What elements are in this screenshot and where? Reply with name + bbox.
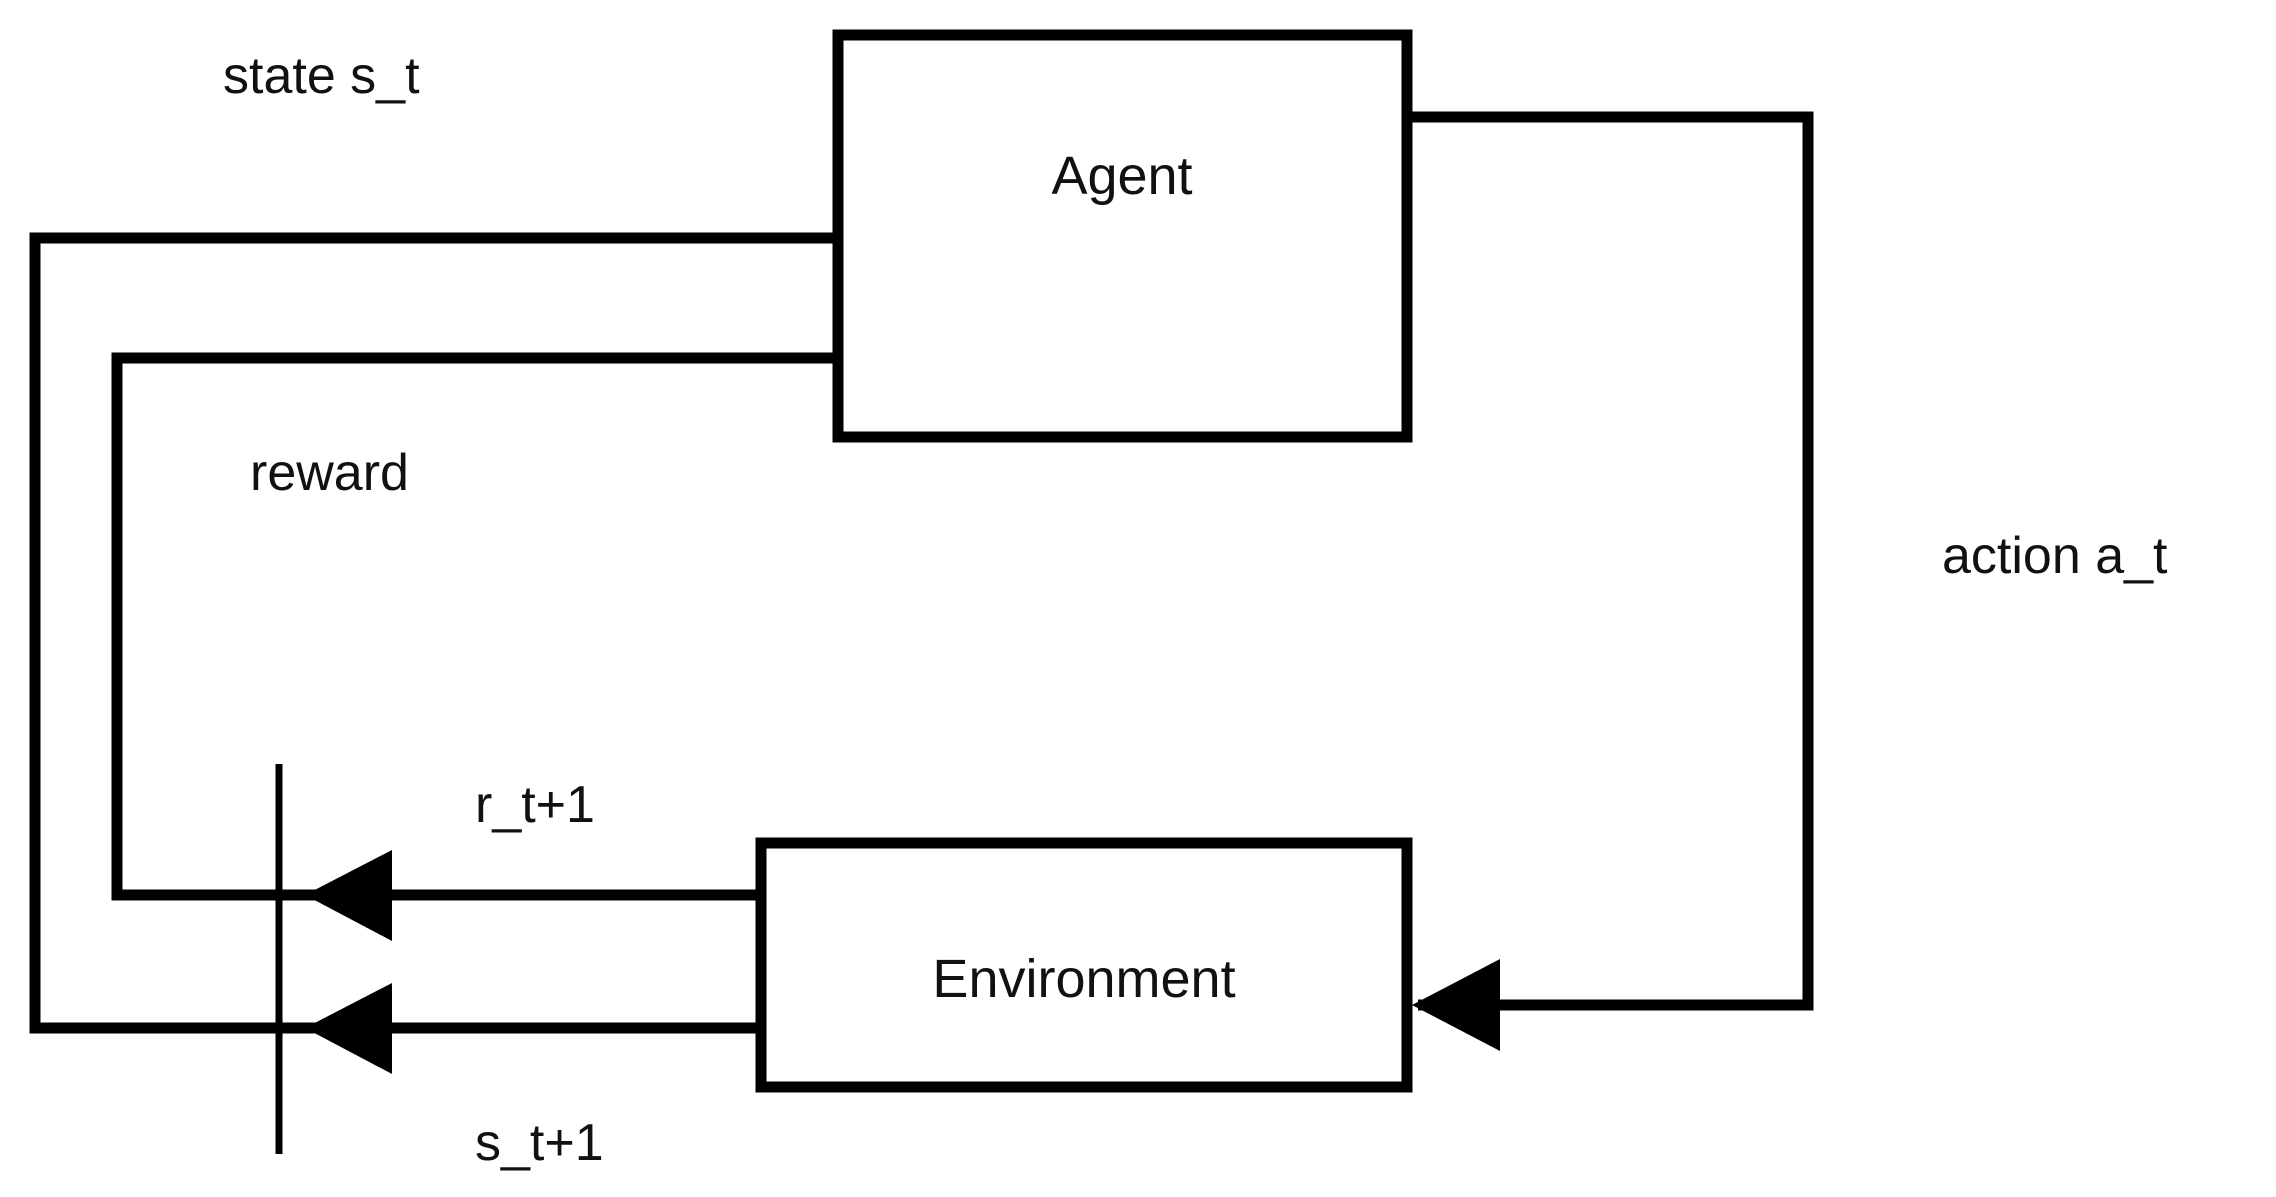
state-edge-label: state s_t xyxy=(223,47,420,105)
reward-edge-path xyxy=(111,352,838,901)
agent-box-label: Agent xyxy=(1051,146,1192,206)
environment-box-label: Environment xyxy=(932,949,1235,1009)
agent-box[interactable] xyxy=(832,29,1413,443)
environment-box[interactable] xyxy=(755,837,1413,1093)
reward-arrow-head-icon xyxy=(305,850,392,941)
reward-edge-label: reward xyxy=(250,444,409,502)
state-signal-edge-label: s_t+1 xyxy=(475,1114,604,1172)
action-arrow-head-icon xyxy=(1412,959,1500,1051)
action-edge-label: action a_t xyxy=(1942,527,2168,585)
action-edge-path xyxy=(1407,111,1814,1011)
reward-signal-edge-label: r_t+1 xyxy=(475,776,595,834)
state-arrow-head-icon xyxy=(305,983,392,1074)
state-edge-path xyxy=(29,232,838,1034)
